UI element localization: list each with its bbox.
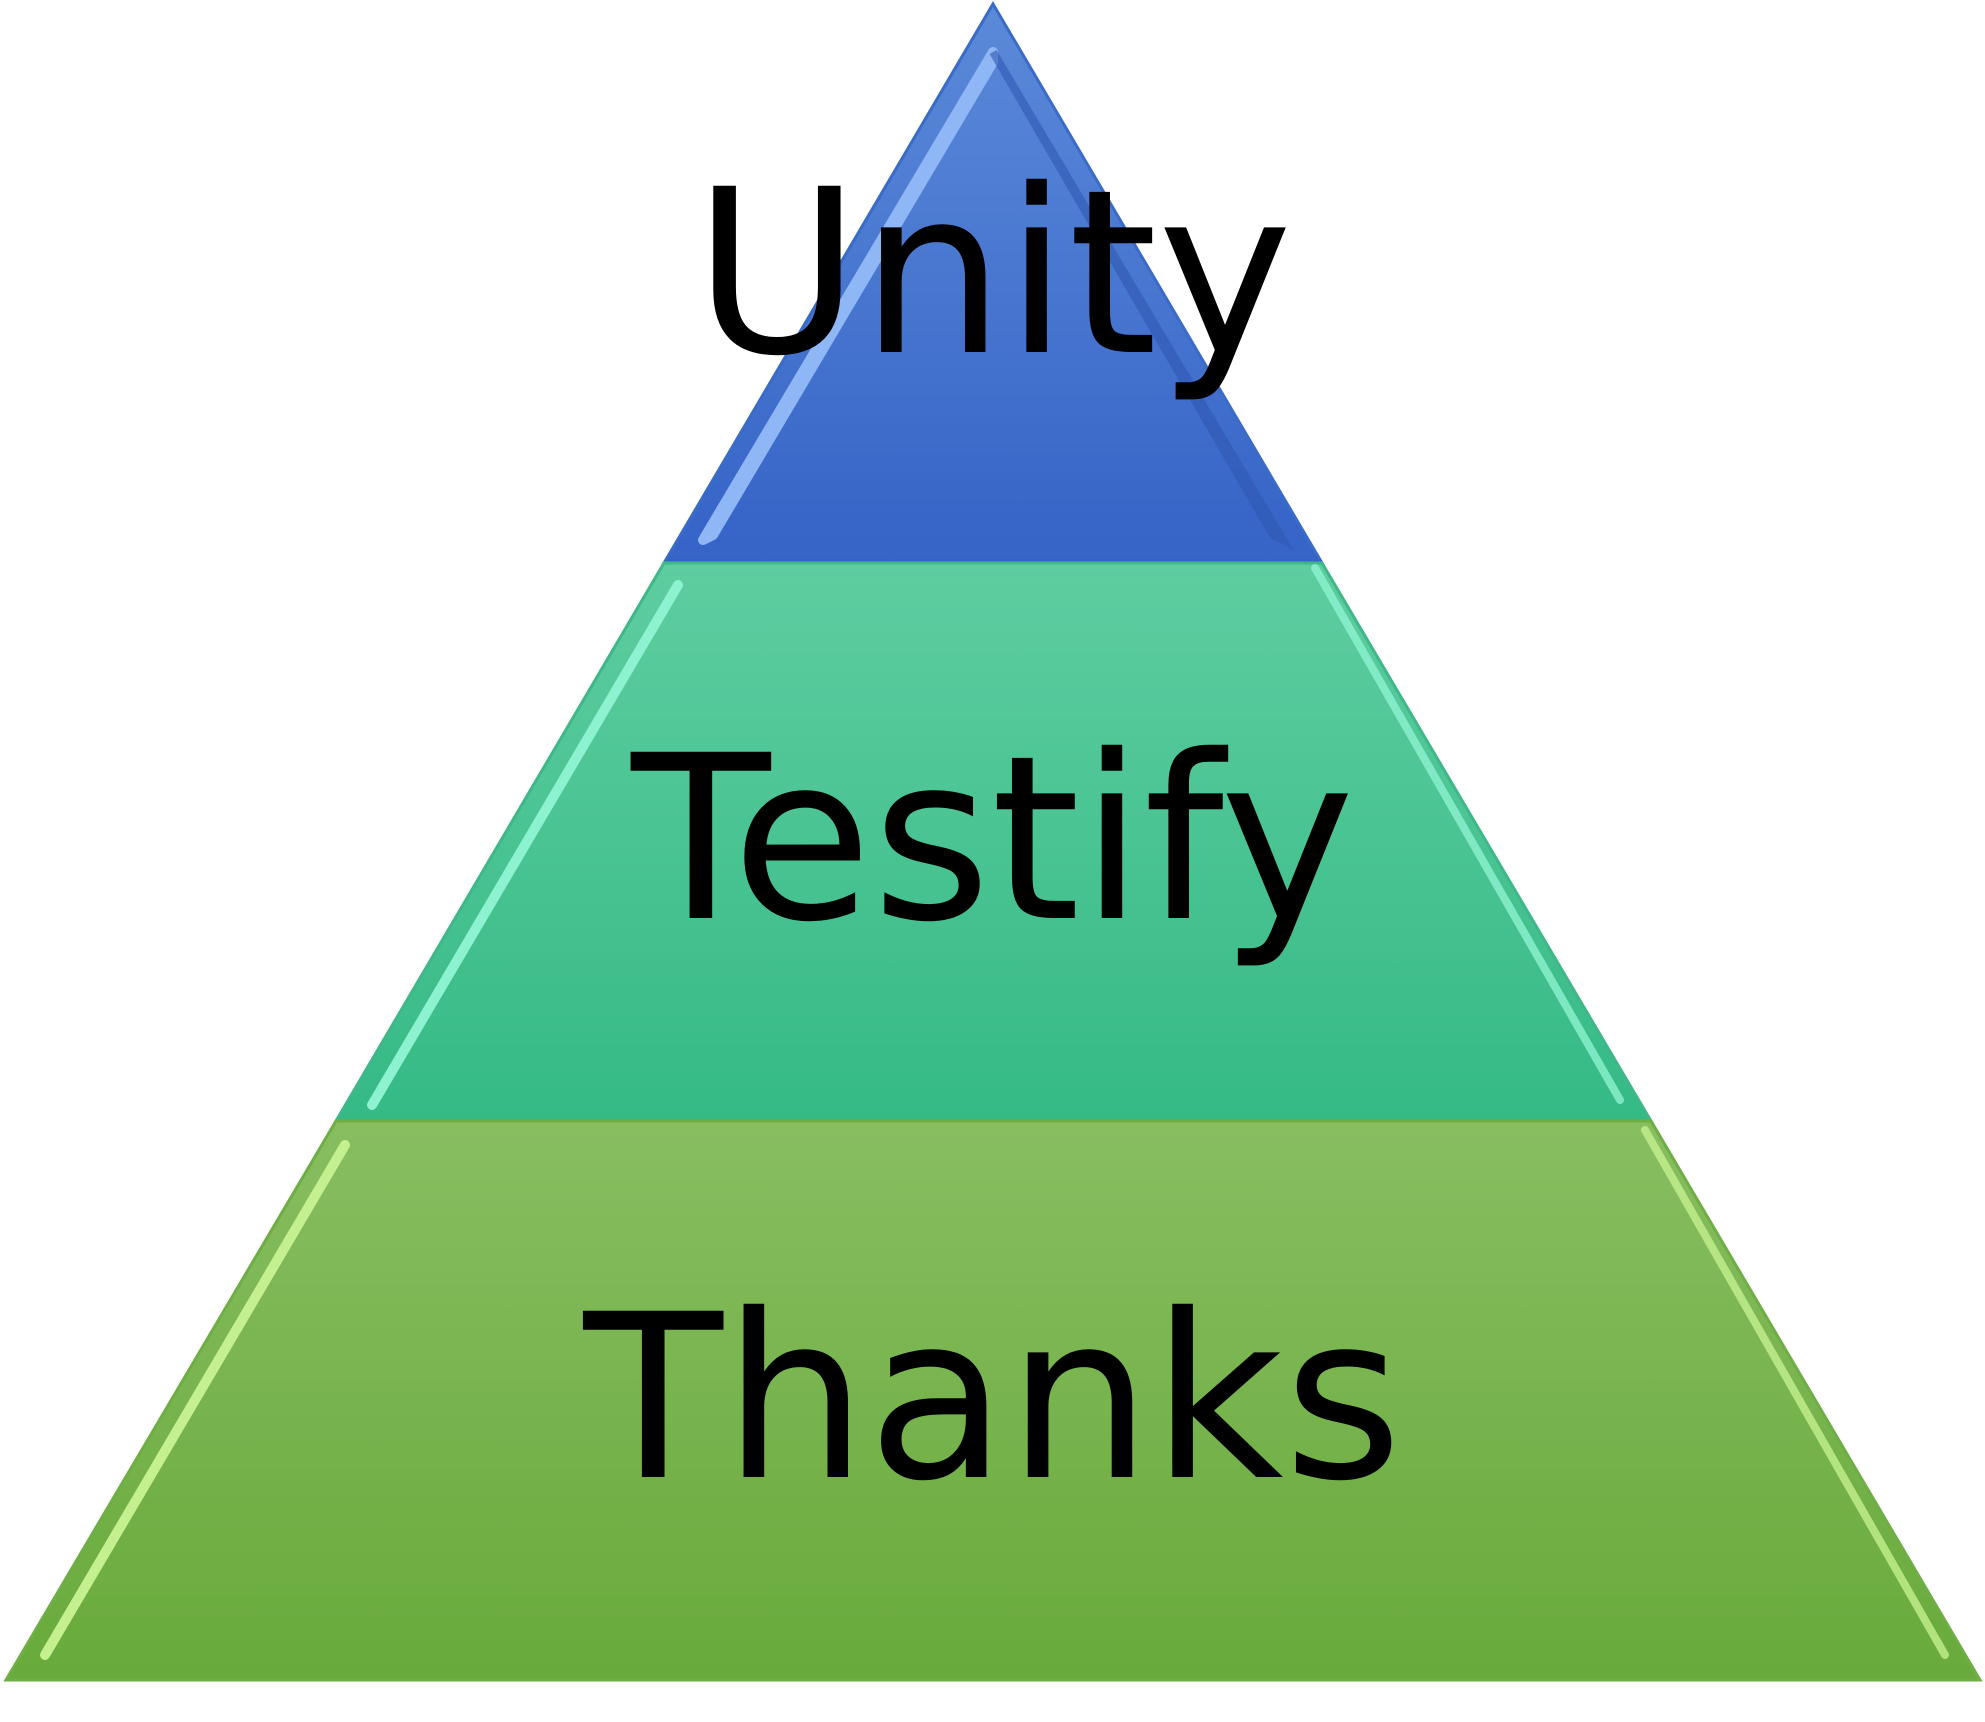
tier-thanks-bevel-right <box>1641 1126 1949 1659</box>
tier-unity-bevel-right <box>989 49 1294 550</box>
tier-unity-label: Unity <box>693 140 1292 406</box>
tier-thanks-label: Thanks <box>583 1265 1403 1531</box>
pyramid-tier-thanks: Thanks <box>3 1119 1983 1682</box>
tier-thanks-shape <box>3 1119 1983 1682</box>
tier-testify-bevel-right <box>1311 564 1624 1104</box>
tier-testify-bevel-left <box>367 580 683 1110</box>
tier-thanks-bevel-left <box>40 1140 350 1660</box>
pyramid-tier-testify: Testify <box>333 561 1654 1123</box>
pyramid-tier-unity: Unity <box>661 1 1325 565</box>
tier-testify-label: Testify <box>630 706 1355 972</box>
